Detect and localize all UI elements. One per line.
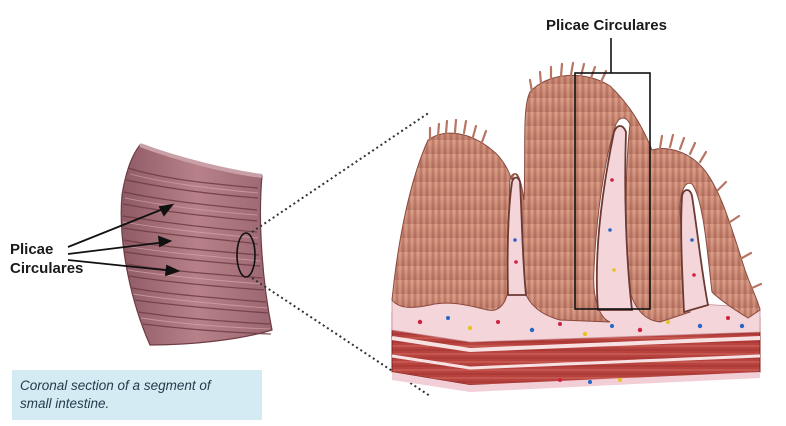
intestine-segment — [120, 143, 273, 346]
cell-dots — [417, 178, 745, 384]
plicae-label-top: Plicae Circulares — [546, 17, 667, 34]
caption-text: Coronal section of a segment of small in… — [20, 377, 256, 413]
highlight-box — [574, 72, 651, 310]
label-arrows — [67, 203, 181, 277]
plicae-label-left: Plicae Circulares — [10, 240, 83, 278]
caption-line2: small intestine. — [20, 396, 110, 411]
caption-line1: Coronal section of a segment of — [20, 378, 211, 393]
caption-box: Coronal section of a segment of small in… — [12, 370, 262, 420]
cross-section — [391, 38, 763, 392]
plicae-label-line2: Circulares — [10, 260, 84, 277]
callout-ellipse — [236, 232, 256, 278]
zoom-lines — [251, 111, 431, 397]
plicae-label-line1: Plicae — [10, 241, 54, 258]
